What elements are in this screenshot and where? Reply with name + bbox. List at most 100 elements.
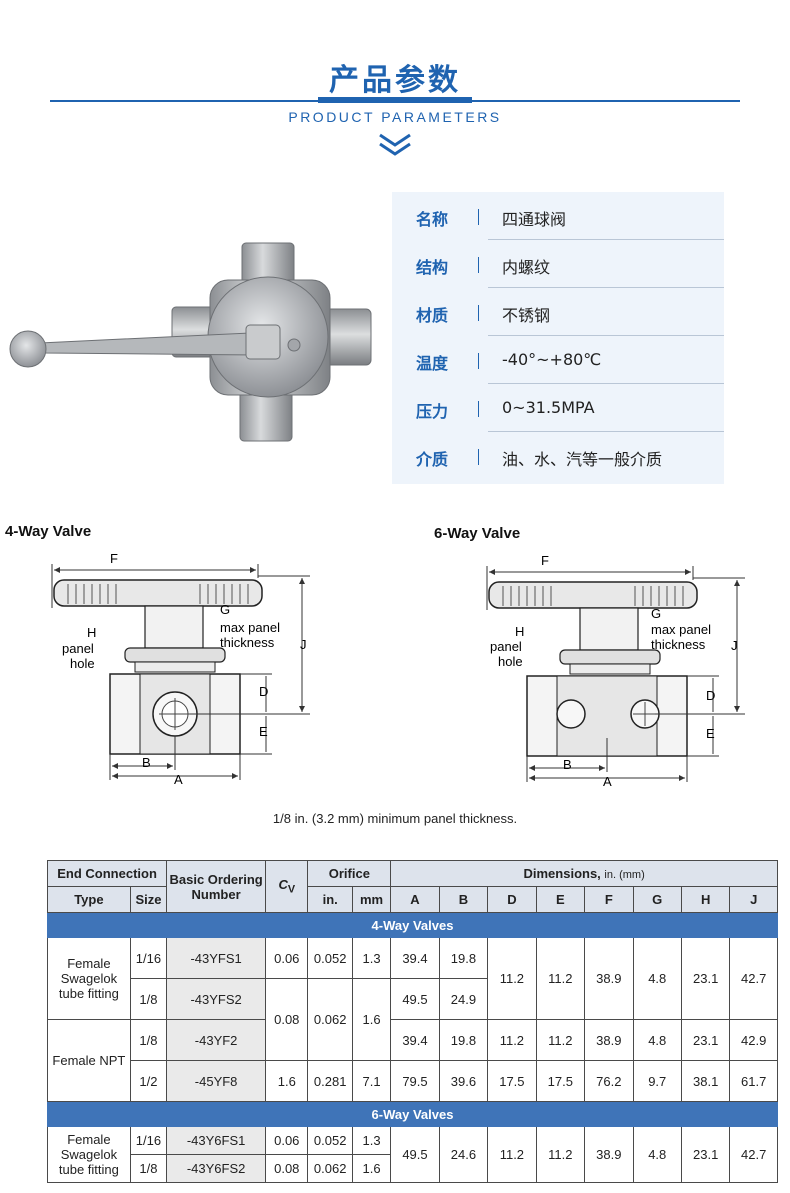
dim-e-cell: 11.2 (535, 937, 586, 1020)
dim-label-h: H (515, 624, 524, 639)
header-type: Type (47, 886, 131, 913)
cv-cell: 0.08 (265, 1154, 309, 1183)
spec-value: 油、水、汽等一般介质 (502, 450, 663, 469)
header-e: E (535, 886, 586, 913)
ordering-number-cell: -43YFS2 (166, 978, 267, 1020)
ordering-number-cell: -43Y6FS2 (166, 1154, 267, 1183)
spec-row-name: 名称 四通球阀 (392, 192, 724, 240)
dim-h-cell: 23.1 (680, 1019, 731, 1061)
spec-separator (488, 431, 724, 432)
table-row: 1/2 -45YF8 1.6 0.281 7.1 79.5 39.6 17.5 … (48, 1060, 778, 1102)
orifice-in-cell: 0.052 (307, 1126, 353, 1155)
dim-label-j: J (731, 638, 738, 653)
dim-label-b: B (563, 757, 572, 772)
header-dimensions: Dimensions, in. (mm) (390, 860, 778, 887)
dim-h-cell: 38.1 (680, 1060, 731, 1102)
size-cell: 1/16 (129, 1126, 168, 1155)
dim-label-d: D (259, 684, 268, 699)
four-way-title: 4-Way Valve (5, 523, 92, 540)
orifice-mm-cell: 1.6 (351, 1154, 392, 1183)
dimensions-label: Dimensions, (523, 866, 601, 881)
header-size: Size (129, 886, 168, 913)
dim-h-cell: 23.1 (680, 937, 731, 1020)
spec-divider (478, 209, 479, 225)
type-cell: Female NPT (47, 1019, 131, 1102)
size-cell: 1/2 (129, 1060, 168, 1102)
thickness-label: thickness (651, 637, 706, 652)
dim-j-cell: 61.7 (729, 1060, 778, 1102)
spec-separator (488, 383, 724, 384)
spec-divider (478, 305, 479, 321)
dim-d-cell: 17.5 (487, 1060, 537, 1102)
hole-label: hole (498, 654, 523, 669)
header-d: D (487, 886, 537, 913)
dim-b-cell: 19.8 (438, 1019, 489, 1061)
page-title: 产品参数 (329, 63, 461, 98)
orifice-mm-cell: 1.3 (351, 937, 392, 979)
dim-label-e: E (706, 726, 715, 741)
spec-divider (478, 257, 479, 273)
dim-f-cell: 38.9 (584, 1019, 634, 1061)
dim-label-e: E (259, 724, 268, 739)
dim-a-cell: 49.5 (390, 1126, 440, 1183)
ordering-number-cell: -43YF2 (166, 1019, 267, 1061)
dim-label-d: D (706, 688, 715, 703)
spec-row-material: 材质 不锈钢 (392, 288, 724, 336)
dim-d-cell: 11.2 (487, 937, 537, 1020)
dim-j-cell: 42.7 (729, 1126, 778, 1183)
spec-table: 名称 四通球阀 结构 内螺纹 材质 不锈钢 温度 -40°~+80℃ 压力 0~… (392, 192, 724, 484)
ordering-number-cell: -45YF8 (166, 1060, 267, 1102)
cv-cell: 0.06 (265, 937, 309, 979)
spec-separator (488, 239, 724, 240)
spec-value: 0~31.5MPA (502, 398, 595, 417)
ordering-number-cell: -43Y6FS1 (166, 1126, 267, 1155)
dim-f-cell: 76.2 (584, 1060, 634, 1102)
cv-cell: 0.08 (265, 978, 309, 1061)
hole-label: hole (70, 656, 95, 671)
cv-cell: 0.06 (265, 1126, 309, 1155)
thickness-label: thickness (220, 635, 275, 650)
page-subtitle: PRODUCT PARAMETERS (288, 109, 502, 125)
cv-subscript: V (287, 883, 296, 896)
spec-label: 温度 (416, 354, 449, 373)
spec-divider (478, 353, 479, 369)
size-cell: 1/8 (129, 978, 168, 1020)
max-panel-label: max panel (220, 620, 280, 635)
dim-d-cell: 11.2 (487, 1126, 537, 1183)
spec-label: 压力 (416, 402, 449, 421)
table-row: 1/8 -43Y6FS2 0.08 0.062 1.6 (48, 1154, 778, 1183)
spec-value: 内螺纹 (502, 258, 551, 277)
dim-label-j: J (300, 637, 307, 652)
header-g: G (632, 886, 682, 913)
spec-row-temperature: 温度 -40°~+80℃ (392, 336, 724, 384)
spec-divider (478, 401, 479, 417)
spec-label: 结构 (416, 258, 449, 277)
dim-a-cell: 49.5 (390, 978, 440, 1020)
section-row-six-way: 6-Way Valves (47, 1101, 778, 1127)
table-row: Female Swagelok tube fitting 1/16 -43Y6F… (47, 1126, 778, 1183)
header-b: B (438, 886, 489, 913)
panel-thickness-note: 1/8 in. (3.2 mm) minimum panel thickness… (272, 811, 518, 826)
orifice-mm-cell: 7.1 (351, 1060, 392, 1102)
dim-g-cell: 4.8 (632, 1126, 682, 1183)
dim-label-g: G (651, 606, 661, 621)
header-end-connection: End Connection (46, 860, 168, 887)
header-in: in. (307, 886, 353, 913)
dim-e-cell: 11.2 (535, 1019, 586, 1061)
dim-d-cell: 11.2 (487, 1019, 537, 1061)
dim-g-cell: 4.8 (632, 1019, 682, 1061)
orifice-in-cell: 0.062 (307, 1154, 353, 1183)
dim-g-cell: 9.7 (632, 1060, 682, 1102)
section-title: 4-Way Valves (47, 912, 778, 938)
dim-b-cell: 19.8 (438, 937, 489, 979)
spec-divider (478, 449, 479, 465)
spec-value: 不锈钢 (502, 306, 551, 325)
panel-label: panel (490, 639, 522, 654)
spec-row-medium: 介质 油、水、汽等一般介质 (392, 432, 724, 480)
spec-value: -40°~+80℃ (502, 350, 602, 369)
dim-j-cell: 42.7 (729, 937, 778, 1020)
dim-label-b: B (142, 755, 151, 770)
dim-b-cell: 24.6 (438, 1126, 489, 1183)
orifice-in-cell: 0.052 (307, 937, 353, 979)
dim-label-h: H (87, 625, 96, 640)
